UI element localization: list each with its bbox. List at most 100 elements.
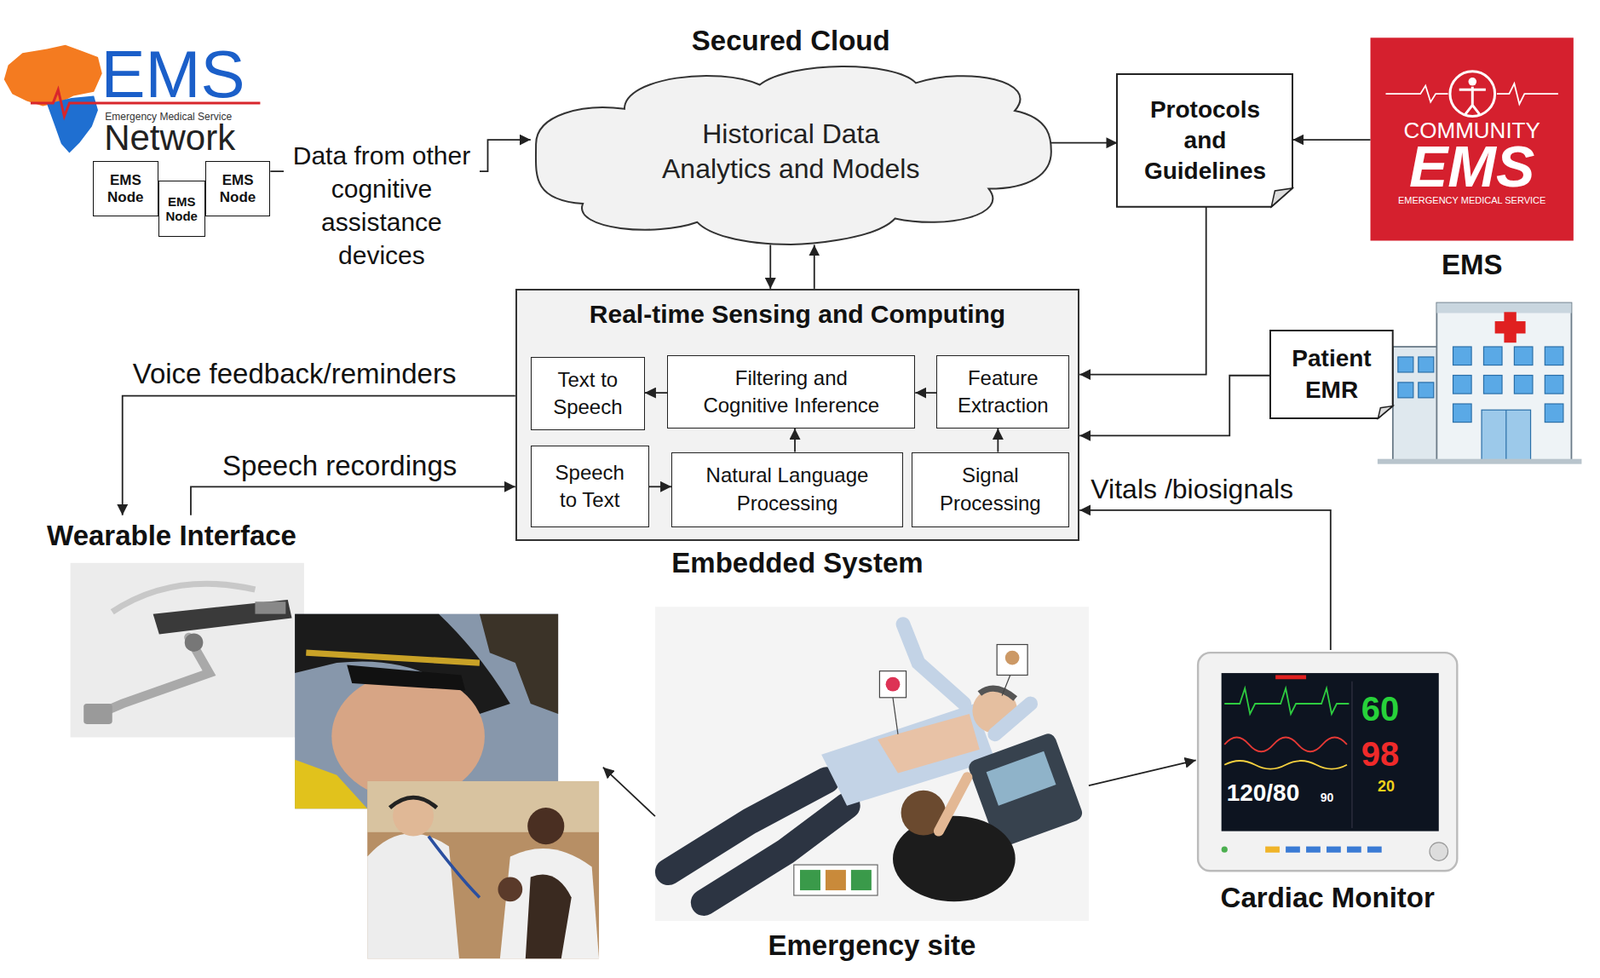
hospital-building-part [1453, 346, 1473, 366]
emergency-scene-part [996, 644, 1028, 676]
connector-arrow [794, 428, 796, 453]
headset-photo-part [254, 601, 286, 614]
document-outline [1116, 74, 1293, 208]
cardiac-monitor-part [1197, 652, 1457, 871]
cardiac-monitor-part [1221, 673, 1439, 832]
emergency-scene-part [703, 805, 847, 904]
cardiac-monitor-part [1367, 846, 1382, 853]
connector-arrow [1079, 510, 1331, 651]
cardiac-monitor-part [1351, 681, 1353, 829]
connector-arrow [915, 391, 937, 394]
hospital-building-part [1398, 356, 1414, 373]
document-outline [1270, 330, 1393, 419]
hospital-building-part [1544, 403, 1564, 423]
monitor-reading: 98 [1361, 736, 1400, 772]
node-text: Real-time Sensing and Computing [589, 299, 1006, 330]
monitor-frame: Cardiac Monitor [1196, 650, 1460, 875]
edge-label: Voice feedback/reminders [132, 357, 457, 391]
hospital-building-part [1418, 382, 1434, 398]
hospital-building-part [1513, 375, 1533, 395]
cardiac-monitor-part [1326, 846, 1342, 853]
ems-node-box: EMS Node [92, 161, 159, 217]
edge-label: Vitals /biosignals [1090, 473, 1294, 506]
hospital-building-part [1453, 375, 1473, 395]
node-text: Text to Speech [546, 366, 628, 422]
process-box: Natural Language Processing [671, 452, 904, 529]
cardiac-monitor-part [1224, 760, 1347, 770]
firefighter-photo-part [346, 664, 466, 691]
community-ems-logo-part [1496, 83, 1559, 104]
connector-arrow [769, 244, 772, 289]
cloud-outline [535, 66, 1052, 245]
system-box: Real-time Sensing and ComputingEmbedded … [515, 288, 1080, 542]
logo-box: COMMUNITYEMSEMERGENCY MEDICAL SERVICEEMS [1370, 37, 1574, 241]
node-text: Natural Language Processing [672, 461, 903, 518]
headset-photo-part [83, 703, 113, 725]
firefighter-photo-part [294, 614, 559, 810]
hospital-building [1377, 303, 1583, 465]
hospital-building-part [1505, 409, 1507, 462]
node-text: Speech to Text [549, 459, 631, 515]
community-ems-logo-part [1467, 77, 1477, 87]
community-ems-logo-part [1459, 86, 1486, 115]
community-ems-logo [1370, 37, 1574, 241]
connector-arrow [1079, 207, 1207, 375]
photo-frame: Emergency site [655, 607, 1089, 922]
hospital-building-part [1483, 375, 1503, 395]
community-ems-logo-part [1385, 86, 1448, 103]
document-box: Protocols and Guidelines [1116, 74, 1293, 208]
connector-arrow [1051, 142, 1118, 144]
emergency-scene-part [655, 606, 1089, 921]
emergency-scene-part [938, 776, 968, 831]
connector-arrow [1292, 138, 1370, 141]
africa-logo-part [46, 96, 98, 154]
emergency-scene-part [825, 869, 847, 891]
cardiac-monitor-part [1221, 846, 1228, 853]
connector-arrow [1088, 759, 1197, 786]
ems-node-box: EMS Node [158, 180, 206, 237]
emergency-scene-part [851, 869, 872, 891]
hospital-building-part [1483, 346, 1503, 366]
ems-node-box: EMS Node [205, 161, 271, 217]
clinic-photo-part [500, 848, 599, 959]
document-fold [1271, 188, 1294, 208]
document-box: Patient EMR [1270, 330, 1393, 419]
emergency-scene-part [1005, 650, 1020, 666]
cardiac-monitor-part [1285, 846, 1301, 853]
monitor-reading: 120/80 [1226, 781, 1301, 806]
monitor-reading: 90 [1320, 791, 1335, 804]
clinic-photo-part [497, 876, 523, 902]
connector-arrow [122, 396, 516, 516]
node-text: EMS Node [212, 172, 264, 206]
logo-text: Network [103, 120, 236, 156]
node-text: Secured Cloud [691, 23, 891, 58]
clinic-photo [367, 781, 599, 959]
hospital-building-part [1436, 303, 1572, 314]
node-text: Signal Processing [912, 461, 1070, 518]
node-text: Historical Data Analytics and Models [650, 116, 932, 188]
firefighter-photo-part [305, 652, 480, 663]
logo-text: EMS [101, 40, 246, 108]
node-text: Cardiac Monitor [1220, 880, 1435, 916]
node-text: EMS [1441, 247, 1503, 283]
node-text: Wearable Interface [46, 518, 297, 553]
hospital-building-part [1481, 409, 1531, 462]
cardiac-monitor [1197, 652, 1457, 871]
community-ems-logo-part [1450, 71, 1496, 117]
community-ems-logo-part [1370, 37, 1574, 241]
node-text: EMS Node [162, 194, 201, 225]
clinic-photo-part [367, 833, 460, 959]
photo-group: Wearable Interface [46, 515, 604, 962]
connector-arrow [603, 767, 656, 817]
node-text: Patient EMR [1276, 343, 1388, 406]
node-text: Embedded System [671, 546, 923, 581]
node-text: Protocols and Guidelines [1132, 94, 1278, 188]
emergency-scene-part [1001, 674, 1011, 696]
node-text: EMS Node [99, 172, 151, 206]
clinic-photo-part [367, 781, 599, 959]
connector-arrow [190, 486, 516, 516]
firefighter-photo-part [331, 673, 485, 800]
hospital-building-part [1513, 346, 1533, 366]
emergency-scene-part [821, 703, 996, 806]
node-text: EMS [1370, 137, 1574, 196]
